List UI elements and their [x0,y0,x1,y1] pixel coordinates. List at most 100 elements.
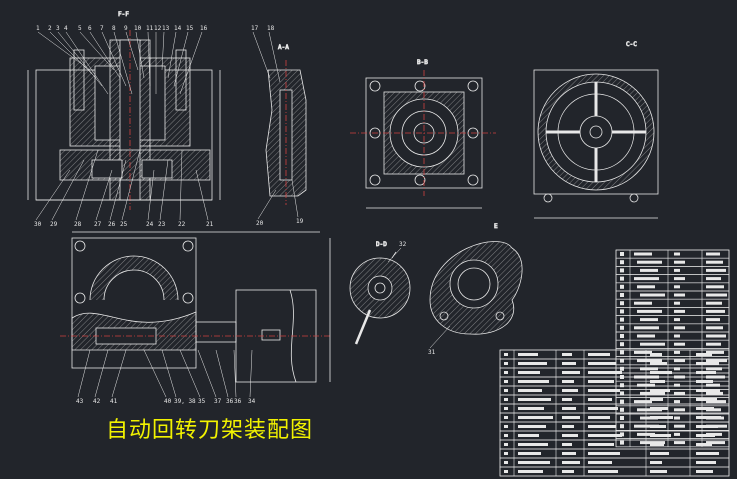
side-section-view-a: A-A [265,44,307,205]
leader-line [79,31,115,71]
leader-line [167,31,177,79]
table-cell-text [588,470,618,473]
part-number: 1 [36,25,40,32]
table-cell-text [518,452,541,455]
part-number: 8 [112,25,116,32]
table-cell [499,466,730,477]
drawing-title: 自动回转刀架装配图 [106,418,314,443]
table-cell-text [504,380,508,383]
table-cell-text [674,285,680,289]
table-cell-text [634,252,652,256]
part-number: 2 [48,25,52,32]
leader-line [143,349,167,398]
table-cell-text [696,380,713,383]
table-cell-text [674,400,680,404]
table-cell-text [620,260,624,265]
table-cell-text [674,359,685,363]
part-number: 29 [50,221,58,228]
leader-line [101,31,127,87]
top-view-with-motor [60,231,331,383]
table-cell-text [588,452,620,455]
part-number: 23 [158,221,166,228]
table-cell-text [706,441,725,445]
leader-line [195,169,209,221]
table-cell-text [634,400,652,404]
table-cell-text [588,416,610,419]
table-cell-text [706,400,726,404]
leader-line [268,31,281,83]
table-cell-text [504,434,508,437]
leader-line [89,31,121,79]
part-number: 11 [146,25,154,32]
table-cell-text [706,285,724,289]
table-cell-text [706,318,720,322]
table-cell-text [518,353,538,356]
table-cell-text [518,380,549,383]
part-number: 35 [198,398,206,405]
table-cell-text [640,268,658,272]
table-cell-text [640,293,665,297]
section-label-front: F-F [118,11,129,18]
table-cell-text [562,353,572,356]
table-cell-text [696,416,721,419]
leader-line [179,31,203,95]
table-cell-text [620,284,624,289]
table-cell-text [674,252,680,256]
table-cell-text [640,391,665,395]
table-cell-text [620,383,624,388]
part-number: 41 [110,398,118,405]
part-number: 15 [186,25,194,32]
section-label-e: E [494,223,498,230]
table-cell-text [650,434,671,437]
table-cell-text [562,371,580,374]
table-cell-text [696,470,713,473]
table-cell-text [562,461,580,464]
table-cell-text [620,276,624,281]
table-cell-text [706,309,725,313]
table-cell-text [518,425,546,428]
table-cell-text [650,407,668,410]
table-cell-text [588,362,616,365]
table-cell-text [518,371,540,374]
leader-line [51,159,85,221]
table-cell-text [674,326,685,330]
table-cell-text [674,350,680,354]
leader-line [257,189,277,220]
leader-line [111,349,127,398]
part-number: 43 [76,398,84,405]
table-cell-text [706,277,721,281]
leader-line [161,31,165,71]
section-label-d: D-D [376,241,387,248]
table-cell-text [650,425,666,428]
table-cell-text [504,425,508,428]
table-cell-text [588,371,622,374]
table-cell-text [706,301,722,305]
part-number: 19 [296,218,304,225]
table-cell-text [650,470,667,473]
table-cell-text [706,359,727,363]
leader-line [387,247,402,263]
table-cell-text [588,389,620,392]
table-cell-text [674,424,685,428]
table-cell-text [650,398,663,401]
table-cell-text [620,309,624,314]
table-cell-text [518,389,542,392]
table-cell-text [588,398,612,401]
part-number: 40 [164,398,172,405]
table-cell-text [674,416,680,420]
table-cell-text [518,407,544,410]
table-cell-text [620,358,624,363]
table-cell-text [562,452,576,455]
table-cell-text [674,408,685,412]
table-cell-text [674,318,680,322]
table-cell-text [588,443,614,446]
table-cell-text [696,398,717,401]
table-cell-text [504,416,508,419]
part-number: 39, 38 [174,398,196,405]
table-cell-text [640,367,658,371]
table-cell-text [696,353,712,356]
bill-of-materials-table [499,249,730,477]
leader-line [161,349,177,398]
